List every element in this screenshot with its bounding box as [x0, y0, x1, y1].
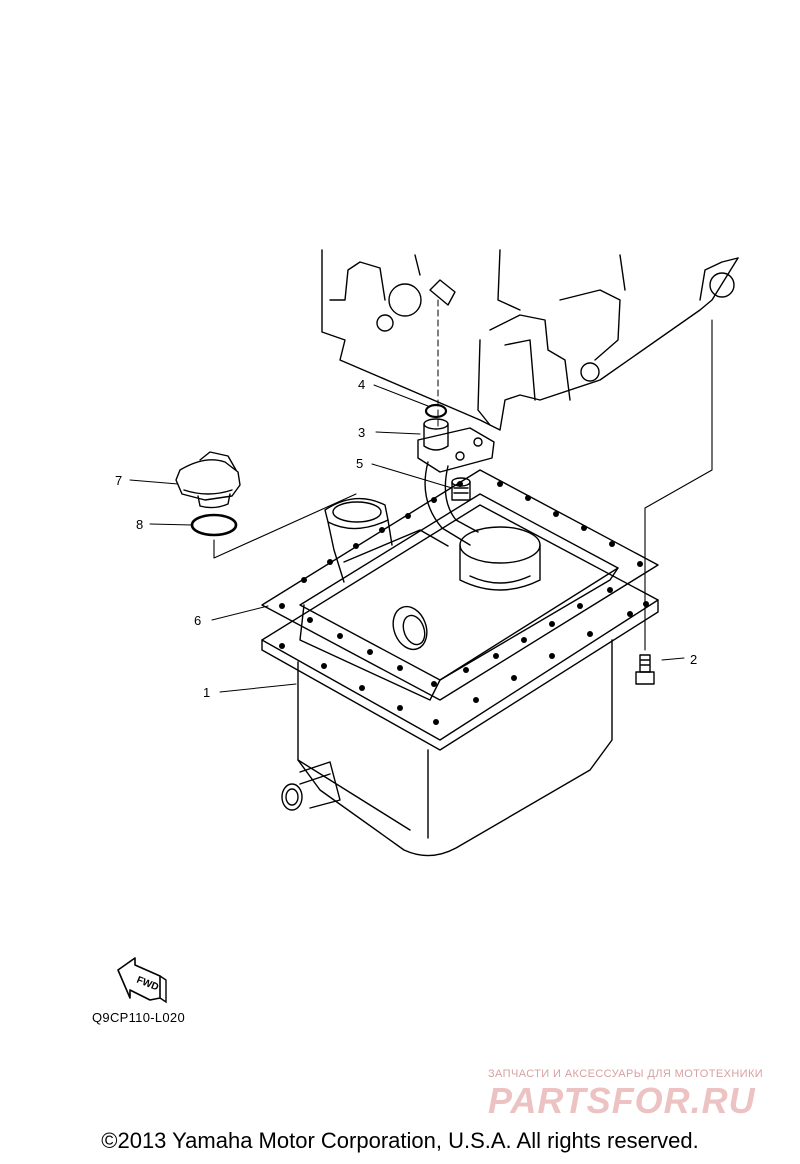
- engine-block-outline: [321, 249, 739, 431]
- bolt-part-2: [635, 654, 655, 685]
- oil-strainer-part-3: [417, 418, 541, 591]
- oil-filler-cap-part-7: [175, 451, 241, 509]
- diagram-code: Q9CP110-L020: [92, 1010, 185, 1025]
- callout-8: 8: [136, 517, 143, 532]
- callout-7: 7: [115, 473, 122, 488]
- fwd-arrow-icon: FWD: [117, 957, 167, 1004]
- o-ring-part-4: [424, 403, 448, 419]
- oil-pan-inner-walls: [299, 497, 619, 701]
- callout-5: 5: [356, 456, 363, 471]
- callout-3: 3: [358, 425, 365, 440]
- callout-2: 2: [690, 652, 697, 667]
- watermark-logo: PARTSFOR.RU: [488, 1080, 756, 1121]
- o-ring-part-8: [190, 513, 238, 537]
- callout-6: 6: [194, 613, 201, 628]
- callout-4: 4: [358, 377, 365, 392]
- callout-labels: 1 2 3 4 5 6 7 8: [115, 377, 697, 700]
- watermark-tagline: ЗАПЧАСТИ И АКСЕССУАРЫ ДЛЯ МОТОТЕХНИКИ: [488, 1068, 764, 1080]
- bolt-hole-dots: [279, 481, 649, 725]
- callout-1: 1: [203, 685, 210, 700]
- copyright-notice: ©2013 Yamaha Motor Corporation, U.S.A. A…: [101, 1128, 699, 1153]
- oil-pan-part-1: [261, 504, 659, 857]
